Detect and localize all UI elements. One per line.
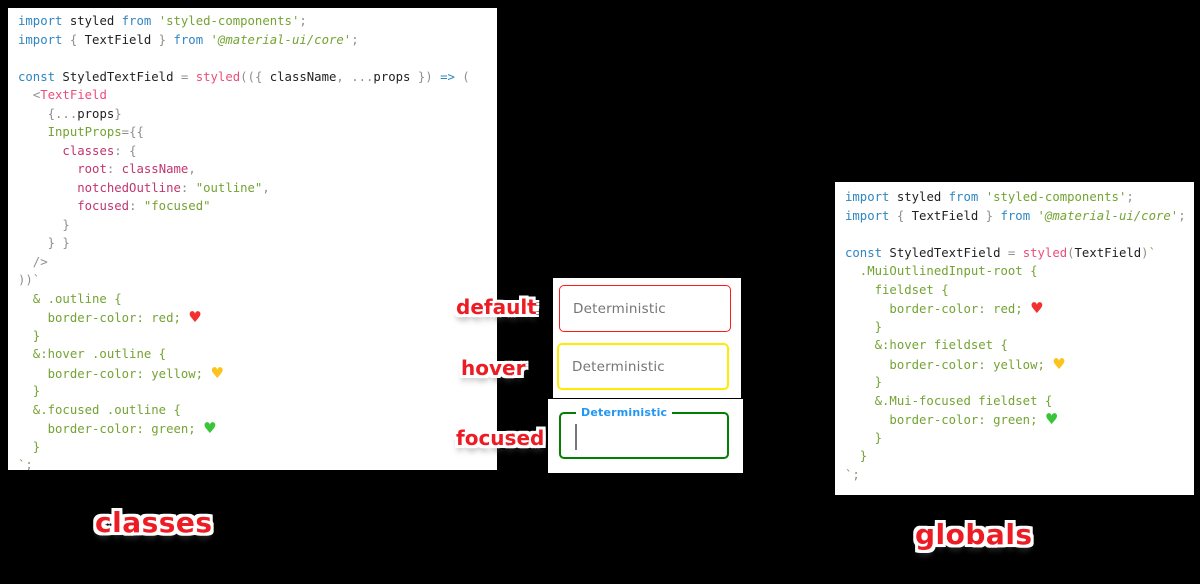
code-line: border-color: red; ♥ [845, 299, 1044, 317]
textfield-card: Deterministic Deterministic [553, 278, 741, 398]
code-line: import styled from 'styled-components'; [18, 14, 307, 28]
code-line: fieldset { [845, 282, 949, 297]
code-line: const StyledTextField = styled(TextField… [845, 245, 1156, 260]
code-line [845, 225, 1194, 244]
code-line: } [18, 384, 41, 398]
code-line: } [18, 328, 41, 343]
textfield-card-focused: Deterministic [548, 399, 743, 473]
heart-yellow-icon: ♥ [1052, 354, 1066, 373]
textfield-hover[interactable]: Deterministic [557, 343, 729, 390]
code-line: border-color: yellow; ♥ [18, 363, 224, 382]
code-line: `; [18, 458, 33, 470]
heart-yellow-icon: ♥ [210, 363, 224, 382]
code-panel-globals: import styled from 'styled-components'; i… [835, 182, 1194, 495]
code-line: &:hover .outline { [18, 347, 167, 361]
annotation-hover: hover [461, 356, 526, 380]
code-line: `; [845, 467, 860, 482]
caption-globals: globals [915, 518, 1033, 551]
annotation-default: default [456, 295, 537, 319]
heart-red-icon: ♥ [188, 308, 202, 326]
code-line: border-color: green; ♥ [18, 419, 217, 437]
code-panel-classes: import styled from 'styled-components'; i… [8, 8, 497, 470]
code-line: } [845, 319, 883, 334]
caption-classes: classes [95, 506, 213, 539]
textfield-hover-value: Deterministic [572, 358, 665, 375]
code-line: import { TextField } from '@material-ui/… [845, 208, 1186, 223]
code-line: root: className, [77, 162, 196, 176]
heart-green-icon: ♥ [203, 419, 217, 437]
code-line: .MuiOutlinedInput-root { [845, 264, 1038, 278]
code-line: } [18, 217, 70, 232]
textfield-default-value: Deterministic [573, 300, 666, 317]
code-line: notchedOutline: "outline", [77, 180, 270, 195]
code-line: } [18, 439, 41, 454]
code-line: & .outline { [18, 291, 122, 306]
code-line: } [845, 375, 883, 389]
code-line [18, 49, 497, 68]
annotation-focused: focused [456, 426, 545, 450]
code-line: &.focused .outline { [18, 402, 181, 417]
code-line: border-color: red; ♥ [18, 308, 202, 326]
code-line: const StyledTextField = styled(({ classN… [18, 69, 470, 84]
code-line: &:hover fieldset { [845, 338, 1008, 352]
code-line: ))` [18, 273, 41, 287]
code-line: focused: "focused" [77, 199, 211, 213]
code-line: <TextField [32, 88, 107, 102]
code-line: } [845, 430, 883, 445]
code-line: border-color: green; ♥ [845, 410, 1059, 428]
code-line: } [845, 449, 868, 463]
code-line: border-color: yellow; ♥ [845, 354, 1066, 373]
text-cursor [575, 424, 577, 450]
code-line: &.Mui-focused fieldset { [845, 393, 1053, 408]
code-line: import styled from 'styled-components'; [845, 190, 1134, 204]
code-line: {...props} [47, 106, 122, 121]
code-line: } } [18, 236, 70, 250]
code-line: import { TextField } from '@material-ui/… [18, 32, 359, 47]
textfield-default[interactable]: Deterministic [559, 285, 731, 332]
heart-red-icon: ♥ [1030, 299, 1044, 317]
code-line: /> [18, 254, 48, 269]
textfield-focused[interactable]: Deterministic [559, 406, 729, 459]
textfield-focused-label: Deterministic [576, 406, 673, 420]
code-line: classes: { [62, 143, 137, 158]
heart-green-icon: ♥ [1044, 410, 1059, 428]
code-line: InputProps={{ [47, 125, 144, 139]
